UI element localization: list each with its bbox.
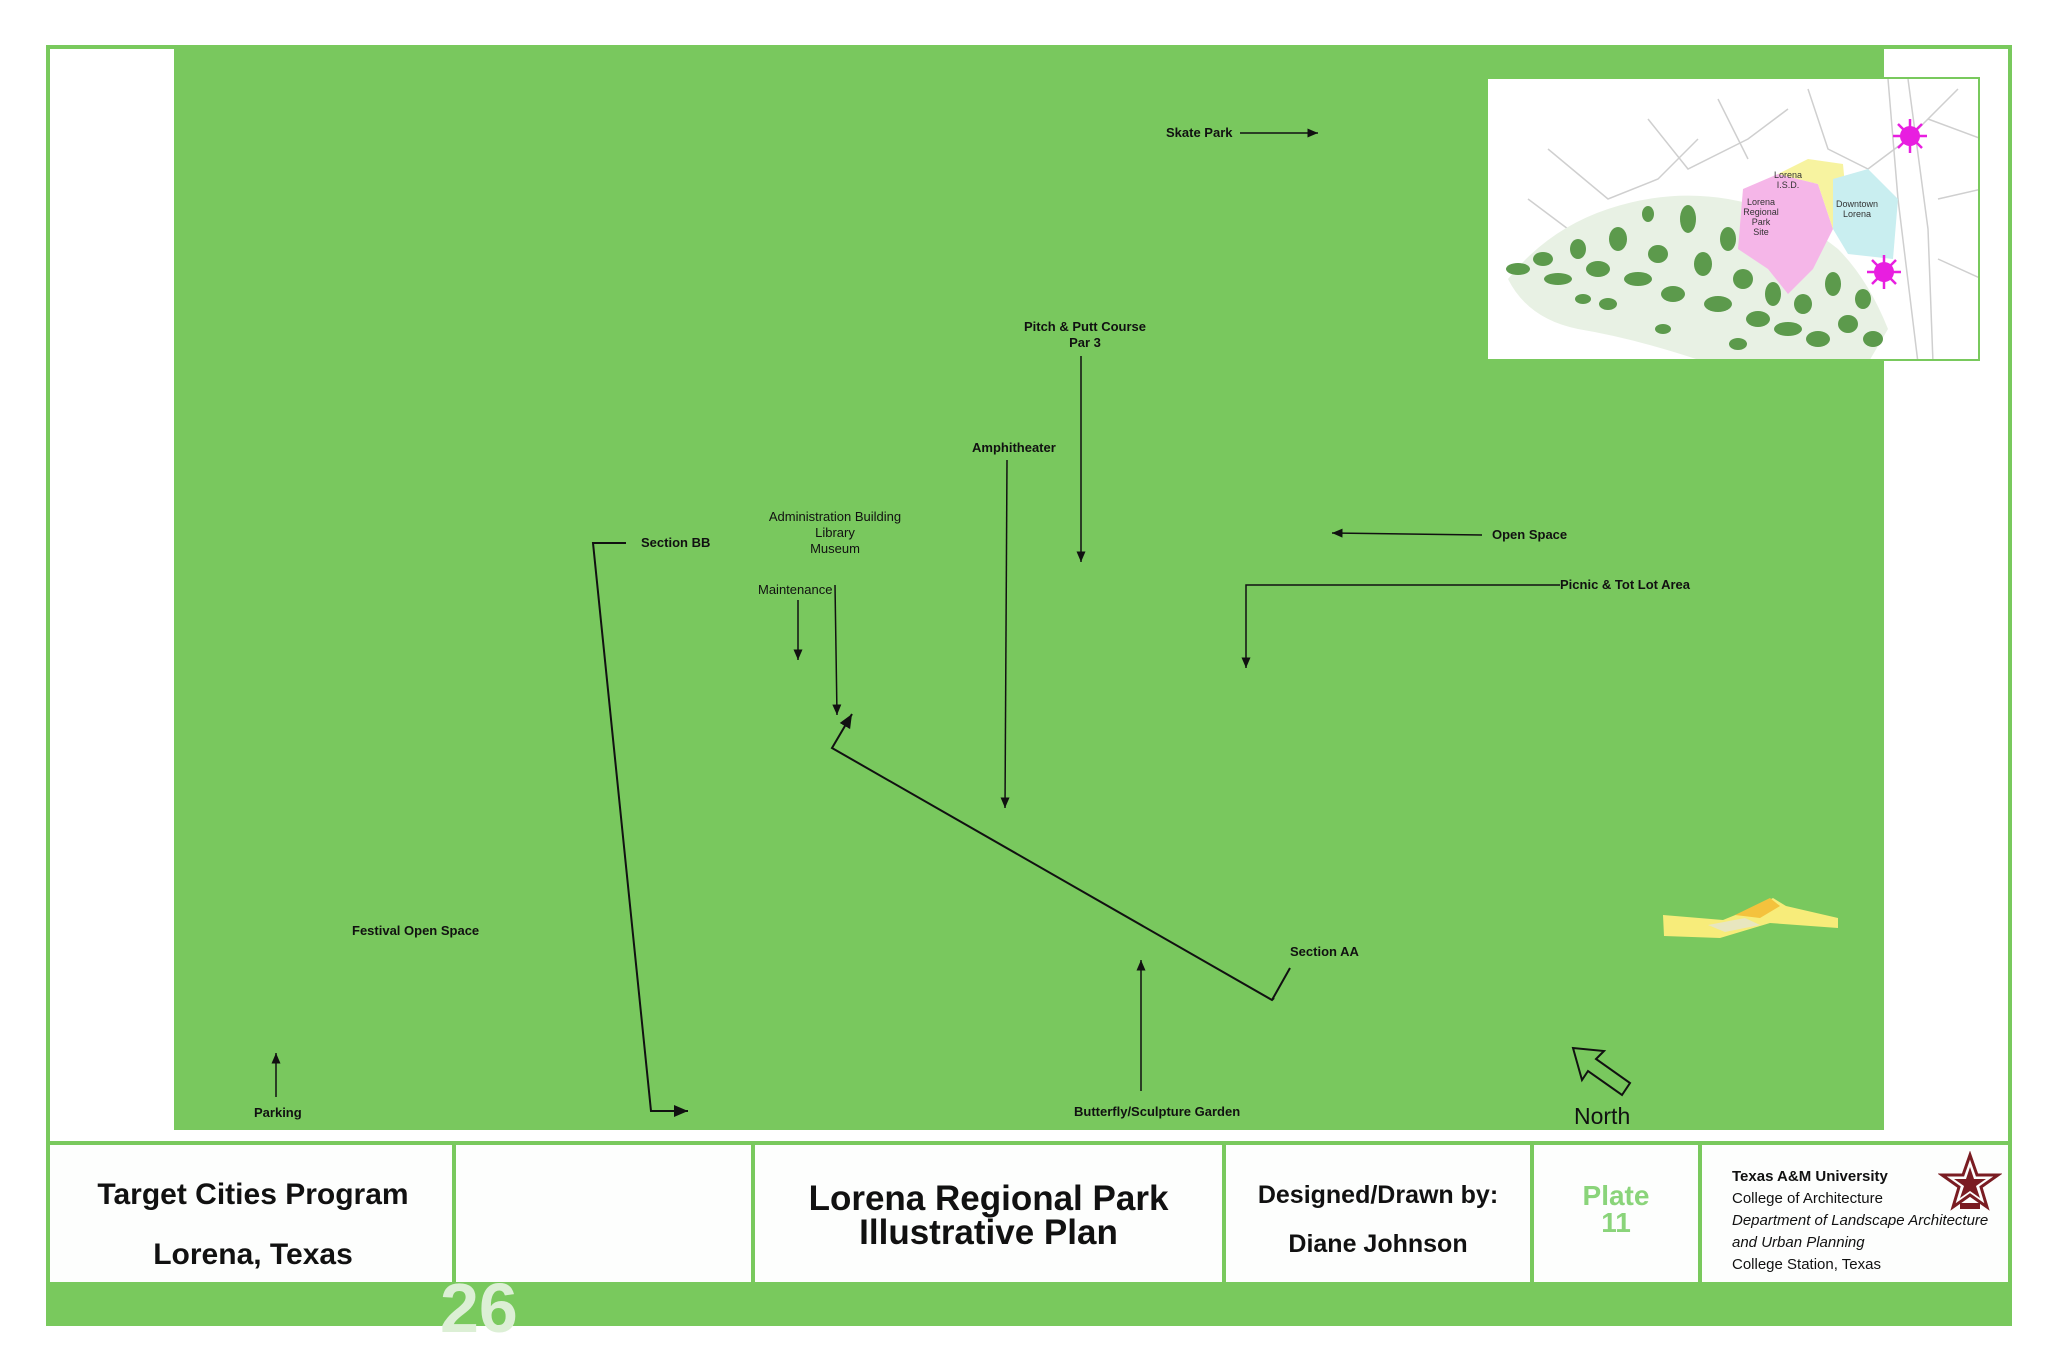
yellow-inset-feature — [1663, 898, 1838, 938]
page-number: 26 — [440, 1269, 518, 1347]
plate-number: 11 — [1601, 1207, 1631, 1238]
department-line2: and Urban Planning — [1732, 1234, 1865, 1251]
label-butterfly-garden: Butterfly/Sculpture Garden — [1074, 1104, 1241, 1119]
section-aa-line — [830, 713, 1275, 1002]
label-open-space: Open Space — [1492, 527, 1568, 542]
isd-area — [1778, 159, 1848, 229]
title-cell-program: Target Cities Program Lorena, Texas — [50, 1145, 456, 1286]
designed-by-label: Designed/Drawn by: — [1257, 1181, 1499, 1209]
plate-label-text: Plate — [1582, 1180, 1650, 1211]
label-par: Par 3 — [1069, 335, 1101, 350]
north-arrow-icon — [1571, 1046, 1632, 1097]
location-inset-map: Lorena I.S.D. Lorena Regional Park Site … — [1486, 77, 1980, 361]
label-pitch-putt: Pitch & Putt Course Par 3 — [1020, 319, 1150, 351]
program-location: Lorena, Texas — [153, 1238, 353, 1271]
project-title-line1: Lorena Regional Park — [808, 1179, 1169, 1218]
title-cell-plate: Plate 11 — [1534, 1145, 1702, 1286]
college-name: College of Architecture — [1732, 1190, 1883, 1207]
plate-label: Plate 11 — [1534, 1180, 1698, 1238]
project-title: Lorena Regional Park Illustrative Plan — [755, 1179, 1222, 1252]
title-cell-designer: Designed/Drawn by: Diane Johnson — [1226, 1145, 1534, 1286]
label-section-bb: Section BB — [641, 535, 711, 550]
label-library: Library — [815, 525, 855, 540]
label-admin-building: Administration Building — [768, 509, 902, 524]
university-name: Texas A&M University — [1732, 1168, 1888, 1185]
inset-label-downtown: Downtown Lorena — [1835, 199, 1879, 219]
university-info: Texas A&M University College of Architec… — [1732, 1166, 1988, 1276]
amphitheater-leader — [1000, 459, 1010, 809]
label-festival-open-space: Festival Open Space — [352, 923, 480, 938]
designer-name: Diane Johnson — [1288, 1230, 1468, 1258]
title-cell-university: Texas A&M University College of Architec… — [1702, 1145, 2008, 1286]
label-amphitheater: Amphitheater — [972, 440, 1056, 455]
university-city: College Station, Texas — [1732, 1256, 1881, 1273]
sun-marker-icon — [1867, 255, 1901, 289]
title-cell-blank — [456, 1145, 755, 1286]
label-museum: Museum — [810, 541, 860, 556]
park-site-area — [1738, 174, 1833, 294]
project-title-line2: Illustrative Plan — [859, 1213, 1118, 1252]
sun-marker-icon — [1893, 119, 1927, 153]
program-name: Target Cities Program — [97, 1178, 409, 1211]
north-label: North — [1574, 1103, 1631, 1129]
label-maintenance: Maintenance — [758, 582, 833, 597]
title-cell-project: Lorena Regional Park Illustrative Plan — [755, 1145, 1226, 1286]
bottom-green-bar — [46, 1282, 2012, 1326]
label-section-aa: Section AA — [1290, 944, 1359, 959]
picnic-leader — [1241, 584, 1560, 668]
label-skate-park: Skate Park — [1166, 125, 1233, 140]
open-space-leader — [1331, 528, 1483, 538]
label-picnic: Picnic & Tot Lot Area — [1560, 577, 1691, 592]
admin-leader — [832, 584, 842, 716]
label-pitch-putt-line1: Pitch & Putt Course — [1023, 319, 1147, 334]
department-line1: Department of Landscape Architecture — [1732, 1212, 1989, 1229]
inset-label-isd: Lorena I.S.D. — [1773, 170, 1803, 190]
downtown-area — [1833, 169, 1898, 259]
inset-map-graphic — [1506, 79, 1978, 359]
label-parking: Parking — [254, 1105, 302, 1120]
texas-am-star-logo-icon — [1938, 1151, 2002, 1211]
inset-label-park-site: Lorena Regional Park Site — [1743, 197, 1779, 237]
section-bb-line — [591, 542, 688, 1117]
label-admin-group: Administration Building Library Museum — [760, 509, 910, 557]
title-block: Target Cities Program Lorena, Texas Lore… — [50, 1141, 2008, 1286]
